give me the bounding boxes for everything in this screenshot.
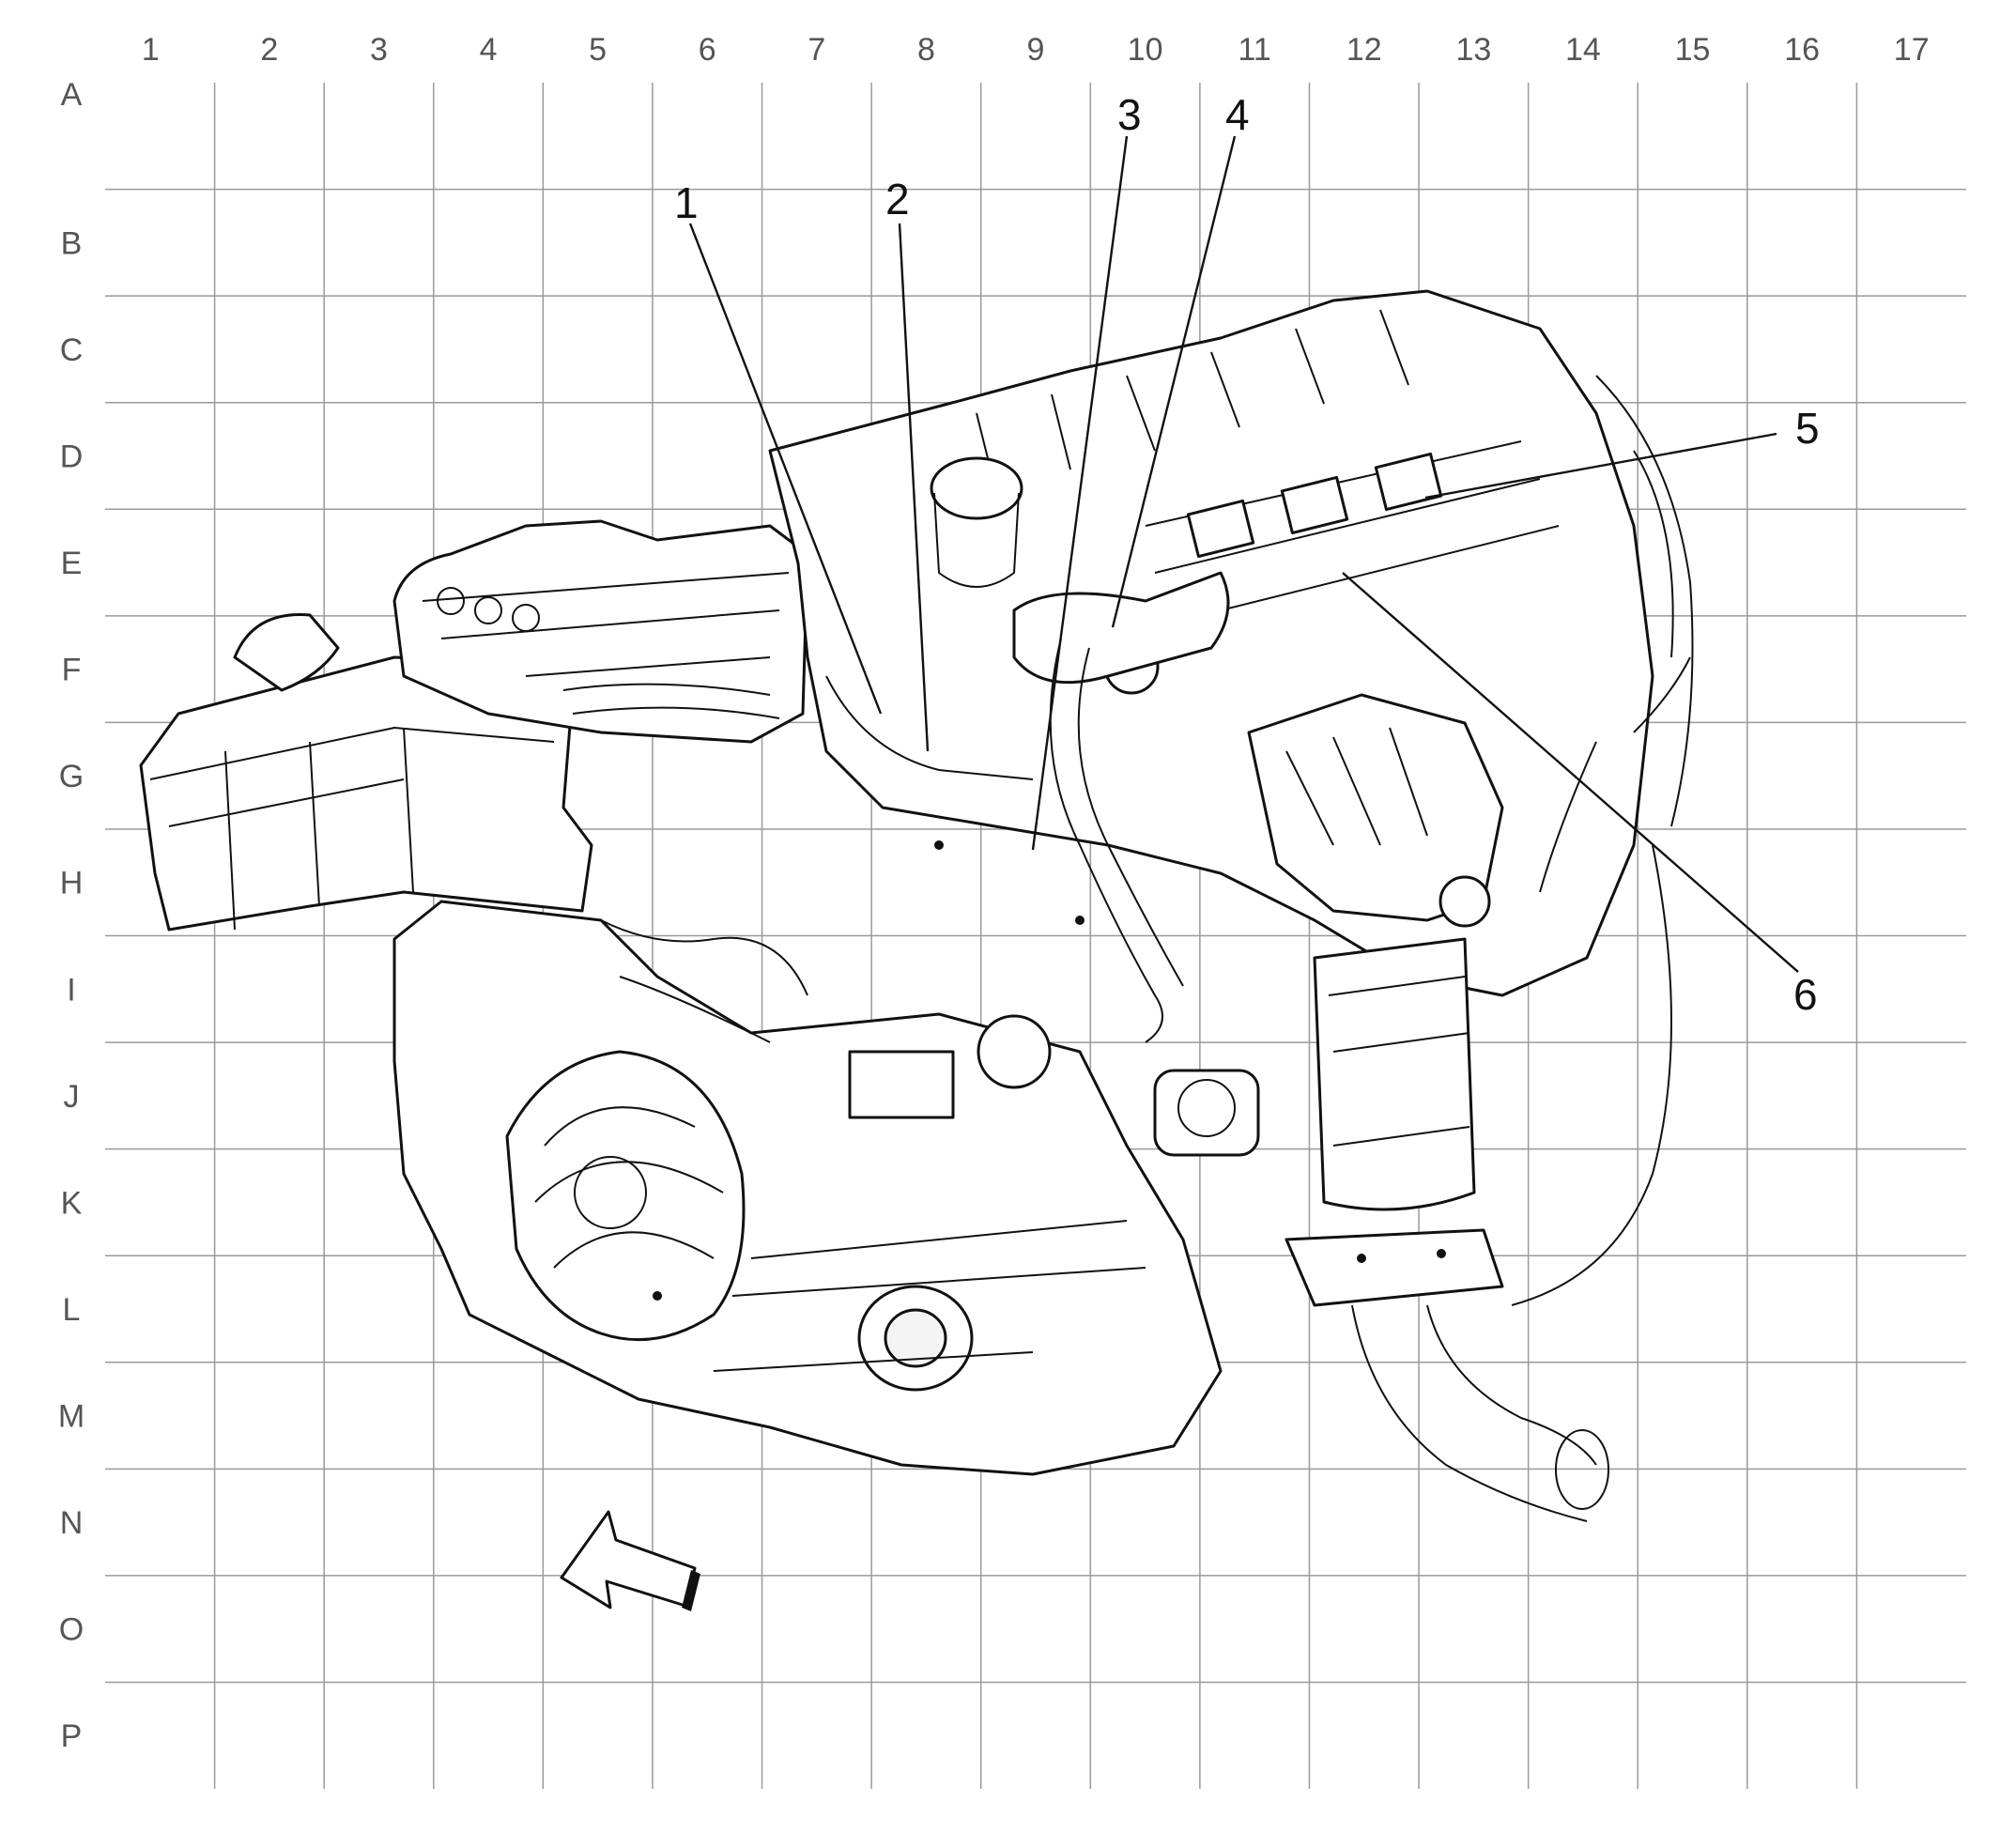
exhaust-pipe-end: [1555, 1429, 1609, 1510]
grid-row-label: L: [63, 1292, 81, 1328]
grid-row-label: H: [60, 866, 84, 901]
grid-column-label: 10: [1128, 32, 1163, 68]
grid-row-label: K: [61, 1185, 83, 1221]
reference-grid: [105, 83, 1966, 1789]
grid-column-label: 8: [917, 32, 935, 68]
bolt-head: [1357, 1254, 1366, 1263]
heater-hose: [1633, 450, 1674, 658]
grid-row-label: A: [61, 77, 83, 113]
grid-column-label: 2: [260, 32, 278, 68]
grid-row-labels: A B C D E F G H I J K L M N O P: [58, 77, 85, 1754]
grid-column-label: 7: [808, 32, 825, 68]
o2-sensor-harness: [1511, 844, 1672, 1306]
callout-number-1: 1: [674, 178, 699, 227]
front-harness: [600, 919, 808, 1043]
grid-column-label: 6: [699, 32, 716, 68]
callout-number-5: 5: [1795, 404, 1820, 453]
bolt-head: [1075, 916, 1085, 925]
catalytic-converter: [1313, 937, 1476, 1211]
coolant-hose: [1077, 647, 1184, 987]
air-cleaner-housing: [139, 655, 593, 932]
grid-column-label: 16: [1784, 32, 1820, 68]
grid-row-label: N: [60, 1505, 84, 1541]
callout-leader-1: [688, 223, 883, 715]
solenoid-cap: [977, 1014, 1052, 1089]
grid-row-label: M: [58, 1399, 85, 1435]
callout-number-6: 6: [1793, 970, 1818, 1019]
grid-column-label: 11: [1238, 32, 1271, 68]
exhaust-flange: [1285, 1228, 1504, 1307]
callout-number-3: 3: [1117, 90, 1142, 139]
grid-row-label: P: [61, 1718, 83, 1754]
grid-row-label: E: [61, 546, 83, 581]
air-cleaner-lid-detail: [149, 727, 555, 931]
valve-cover-ribs: [976, 309, 1409, 489]
bolt-head: [653, 1291, 662, 1301]
grid-column-label: 1: [142, 32, 160, 68]
engine-block-rear: [1595, 375, 1694, 827]
bolt-head: [1437, 1249, 1446, 1258]
grid-row-label: B: [61, 225, 83, 261]
grid-row-label: F: [62, 653, 82, 688]
o2-sensor-harness: [1633, 656, 1691, 733]
callout-leader-4: [1111, 135, 1237, 628]
grid-column-label: 9: [1027, 32, 1045, 68]
catalytic-converter-shield: [1328, 976, 1470, 1147]
coolant-pump-housing: [1153, 1069, 1260, 1157]
grid-row-label: I: [67, 972, 75, 1008]
transaxle-ribs: [713, 1220, 1146, 1372]
exhaust-manifold-runners: [1285, 727, 1428, 846]
intake-runner: [1012, 571, 1230, 685]
grid-row-label: D: [60, 439, 84, 474]
coil-connector: [1374, 452, 1443, 512]
grid-row-label: G: [59, 759, 84, 794]
vacuum-hose: [825, 675, 1034, 780]
grid-row-label: J: [64, 1079, 80, 1115]
grid-row-label: C: [60, 332, 84, 368]
coil-connector: [1186, 499, 1255, 559]
intake-duct: [562, 683, 780, 719]
grid-column-label: 3: [370, 32, 388, 68]
cover-cap: [512, 604, 540, 632]
coolant-hose: [1049, 638, 1163, 1043]
grid-column-label: 17: [1894, 32, 1930, 68]
grid-column-label: 4: [480, 32, 498, 68]
callout-leader-6: [1342, 572, 1799, 973]
engine-cover-detail: [422, 572, 790, 677]
cover-cap: [437, 587, 465, 615]
callout-number-4: 4: [1225, 90, 1250, 139]
callout-leader-3: [1031, 135, 1129, 851]
oil-filler-cap: [930, 456, 1023, 520]
grid-column-label: 5: [589, 32, 607, 68]
callout-leader-2: [898, 223, 930, 752]
o2-sensor-harness: [1539, 741, 1597, 893]
direction-arrow-icon: [560, 1510, 700, 1611]
flywheel-hub: [574, 1156, 647, 1229]
exhaust-downpipe: [1351, 1304, 1588, 1522]
callout-leader-5: [1424, 432, 1777, 500]
exhaust-downpipe: [1426, 1304, 1597, 1466]
solenoid-body: [848, 1050, 955, 1119]
bell-housing-ribs: [534, 1106, 724, 1269]
cover-cap: [474, 596, 502, 624]
callout-number-2: 2: [885, 175, 910, 223]
coil-connector: [1280, 475, 1349, 535]
callout-leaders: [688, 135, 1799, 973]
o2-sensor-boss: [1438, 875, 1491, 928]
axle-seal-inner: [884, 1308, 947, 1368]
callout-numbers: 1 2 3 4 5 6: [674, 90, 1820, 1019]
grid-column-label: 12: [1346, 32, 1382, 68]
oil-filler-neck: [933, 492, 1020, 588]
grid-column-label: 15: [1675, 32, 1711, 68]
grid-column-label: 14: [1565, 32, 1601, 68]
coolant-pump-pulley: [1177, 1079, 1236, 1137]
engine-assembly-drawing: [139, 289, 1694, 1522]
grid-row-label: O: [59, 1612, 84, 1648]
bell-housing: [505, 1050, 746, 1342]
grid-column-label: 13: [1455, 32, 1491, 68]
air-intake-elbow: [233, 613, 340, 692]
bolt-head: [934, 840, 944, 850]
